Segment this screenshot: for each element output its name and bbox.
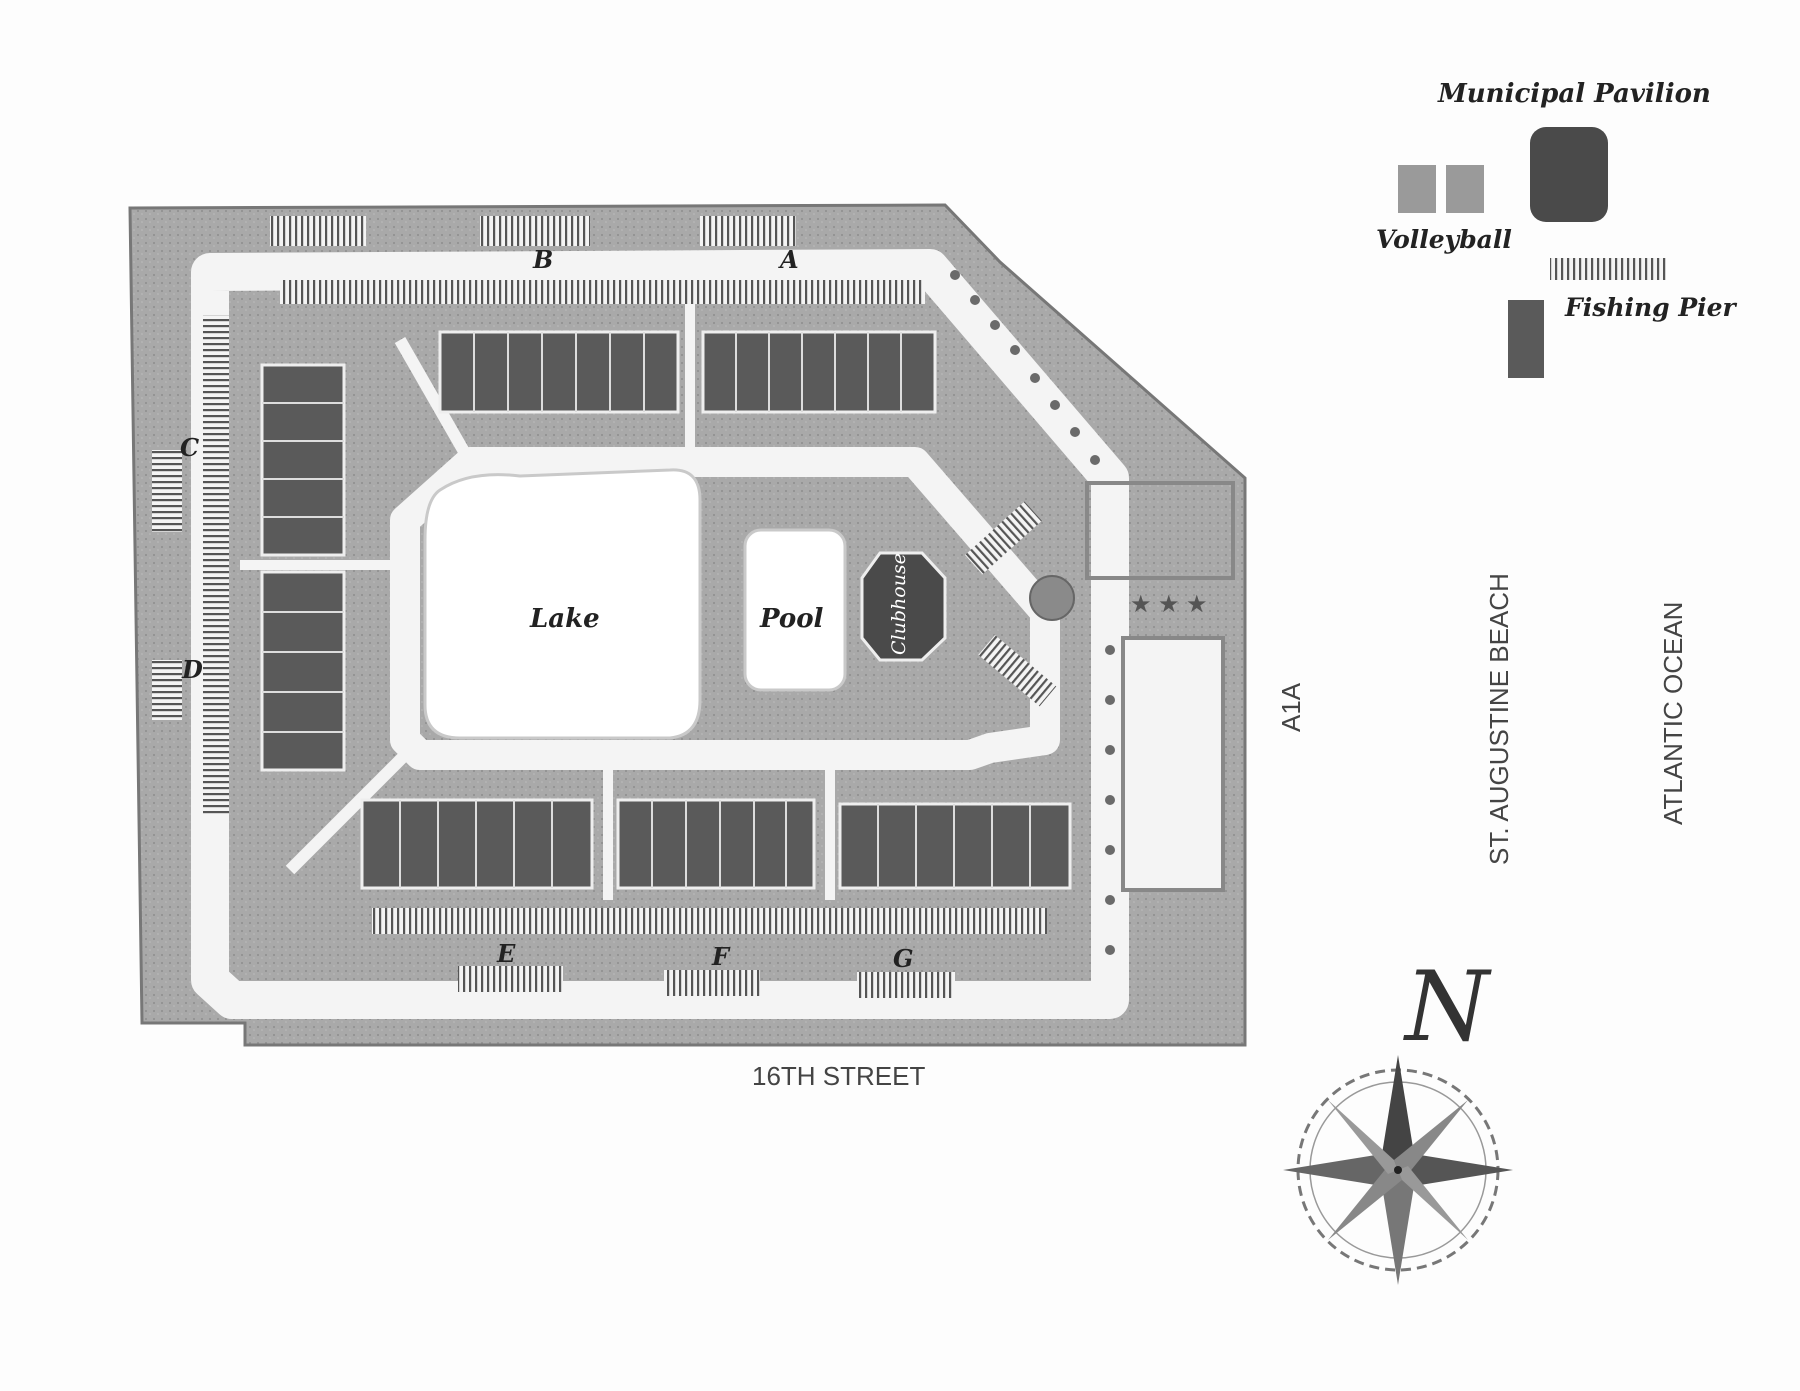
parking-north-row xyxy=(280,280,925,304)
tree-line-east xyxy=(1105,645,1115,955)
municipal-pavilion-building xyxy=(1530,127,1608,222)
parking-west-row xyxy=(203,315,229,815)
parking-south-row xyxy=(372,908,1047,934)
volleyball-court-2 xyxy=(1446,165,1484,213)
road-sw-diagonal xyxy=(285,750,410,875)
east-open-lot-south xyxy=(1121,636,1225,892)
label-building-d: D xyxy=(181,655,203,684)
inner-road xyxy=(390,447,1060,770)
buildings-west-c xyxy=(260,363,346,557)
parking-north-2 xyxy=(480,216,590,246)
compass-rose xyxy=(1283,1055,1513,1285)
east-open-lot-north xyxy=(1085,481,1235,580)
label-st-augustine-beach: ST. AUGUSTINE BEACH xyxy=(1484,573,1514,865)
svg-text:★: ★ xyxy=(1186,590,1208,618)
label-building-c: C xyxy=(180,433,199,462)
parking-clubhouse-south xyxy=(978,635,1057,707)
fishing-pier-parking xyxy=(1550,258,1666,280)
label-volleyball: Volleyball xyxy=(1376,225,1512,254)
buildings-south-g xyxy=(838,802,1072,890)
parking-west-c xyxy=(152,450,182,532)
parking-north-1 xyxy=(270,216,366,246)
label-a1a: A1A xyxy=(1276,682,1306,732)
label-north: N xyxy=(1403,951,1492,1063)
parking-south-g xyxy=(857,972,955,998)
parking-clubhouse-north xyxy=(965,501,1042,575)
clubhouse xyxy=(860,551,947,662)
label-clubhouse: Clubhouse xyxy=(888,553,910,655)
label-16th-street: 16TH STREET xyxy=(752,1061,925,1091)
label-building-e: E xyxy=(496,939,516,968)
label-municipal-pavilion: Municipal Pavilion xyxy=(1437,79,1711,109)
label-building-a: A xyxy=(778,245,799,274)
parking-north-3 xyxy=(700,216,796,246)
pool xyxy=(743,528,847,692)
lake xyxy=(423,468,702,740)
label-lake: Lake xyxy=(529,604,600,634)
parking-south-f xyxy=(664,970,760,996)
parking-south-e xyxy=(458,966,563,992)
label-building-b: B xyxy=(532,245,553,274)
tree-cluster-east xyxy=(1029,575,1075,621)
fishing-pier xyxy=(1508,300,1544,378)
buildings-north-a xyxy=(701,330,937,414)
buildings-south-f xyxy=(616,798,816,890)
label-fishing-pier: Fishing Pier xyxy=(1564,293,1738,322)
svg-text:★: ★ xyxy=(1130,590,1152,618)
stars-east-entrance: ★★★ xyxy=(1130,590,1208,618)
parking-west-d xyxy=(152,660,182,720)
tree-line-northeast xyxy=(950,270,1100,465)
perimeter-road xyxy=(191,249,1129,1019)
buildings-north-b xyxy=(438,330,680,414)
road-nw-curve xyxy=(394,337,476,465)
label-atlantic-ocean: ATLANTIC OCEAN xyxy=(1658,602,1688,825)
buildings-south-e xyxy=(360,798,594,890)
label-building-g: G xyxy=(893,944,914,973)
svg-text:★: ★ xyxy=(1158,590,1180,618)
volleyball-court-1 xyxy=(1398,165,1436,213)
label-building-f: F xyxy=(711,942,731,971)
label-pool: Pool xyxy=(759,604,824,634)
buildings-west-d xyxy=(260,570,346,772)
